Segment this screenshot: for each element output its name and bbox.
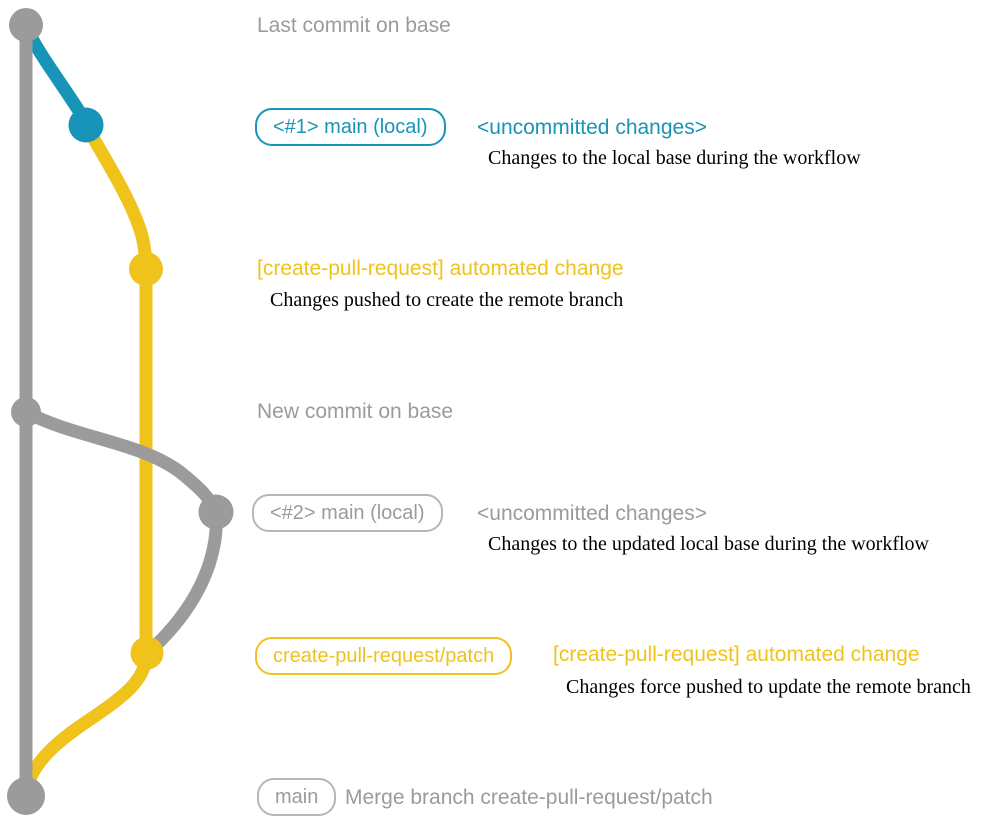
commit-label-automated-change-2: [create-pull-request] automated change bbox=[553, 643, 920, 666]
commit-label-uncommitted-1: <uncommitted changes> bbox=[477, 116, 707, 139]
branch-badge-main-local-1: <#1> main (local) bbox=[255, 108, 446, 146]
rebase-branch-line bbox=[19, 405, 223, 519]
update-branch-line bbox=[145, 505, 223, 656]
annotation-new-commit-on-base: New commit on base bbox=[257, 400, 454, 423]
commit-label-merge: Merge branch create-pull-request/patch bbox=[345, 786, 713, 809]
local-main-branch-line bbox=[19, 19, 93, 129]
commit-dot-last-base bbox=[9, 8, 43, 42]
commit-description-1: Changes to the local base during the wor… bbox=[488, 147, 861, 169]
commit-dot-merge bbox=[7, 777, 45, 815]
branch-badge-create-pull-request-patch: create-pull-request/patch bbox=[255, 637, 513, 675]
commit-dot-local-main-2 bbox=[198, 494, 234, 530]
commit-dot-automated-change-2 bbox=[130, 636, 164, 670]
commit-description-2: Changes pushed to create the remote bran… bbox=[270, 289, 624, 311]
commit-dot-local-main-1 bbox=[68, 107, 104, 143]
commit-dot-automated-change-1 bbox=[129, 252, 163, 286]
commit-dot-new-base bbox=[11, 397, 41, 427]
remote-patch-branch-line bbox=[19, 118, 153, 797]
commit-description-3: Changes to the updated local base during… bbox=[488, 533, 929, 555]
branch-badge-main-local-2: <#2> main (local) bbox=[252, 494, 443, 532]
annotation-last-commit-on-base: Last commit on base bbox=[257, 14, 451, 37]
commit-label-uncommitted-2: <uncommitted changes> bbox=[477, 502, 707, 525]
commit-description-4: Changes force pushed to update the remot… bbox=[566, 676, 971, 698]
branch-badge-main: main bbox=[257, 778, 337, 816]
commit-label-automated-change-1: [create-pull-request] automated change bbox=[257, 257, 624, 280]
